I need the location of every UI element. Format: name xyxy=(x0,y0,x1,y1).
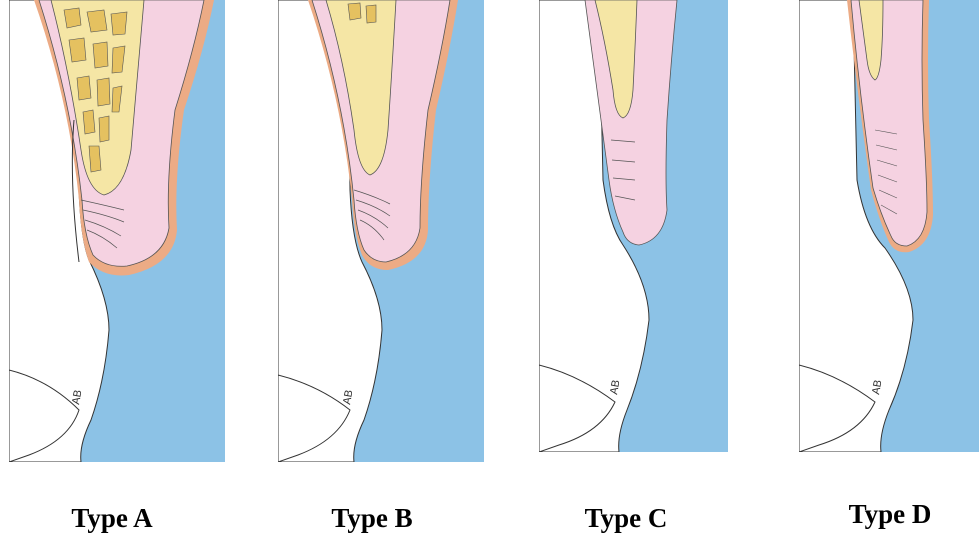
caption-type-c: Type C xyxy=(546,503,706,534)
panel-type-a: AB xyxy=(9,0,225,462)
caption-type-d: Type D xyxy=(810,499,970,530)
tooth-mark: AB xyxy=(70,389,84,406)
panel-type-c: AB xyxy=(539,0,728,452)
type-b-illustration: AB xyxy=(278,0,484,462)
tooth-mark: AB xyxy=(870,379,884,396)
caption-type-a: Type A xyxy=(32,503,192,534)
caption-type-b: Type B xyxy=(292,503,452,534)
panel-type-d: AB xyxy=(799,0,979,452)
tooth-mark: AB xyxy=(608,379,622,396)
panel-type-b: AB xyxy=(278,0,484,462)
tooth-mark: AB xyxy=(341,389,355,406)
type-d-illustration: AB xyxy=(799,0,979,452)
type-a-illustration: AB xyxy=(9,0,225,462)
type-c-illustration: AB xyxy=(539,0,728,452)
